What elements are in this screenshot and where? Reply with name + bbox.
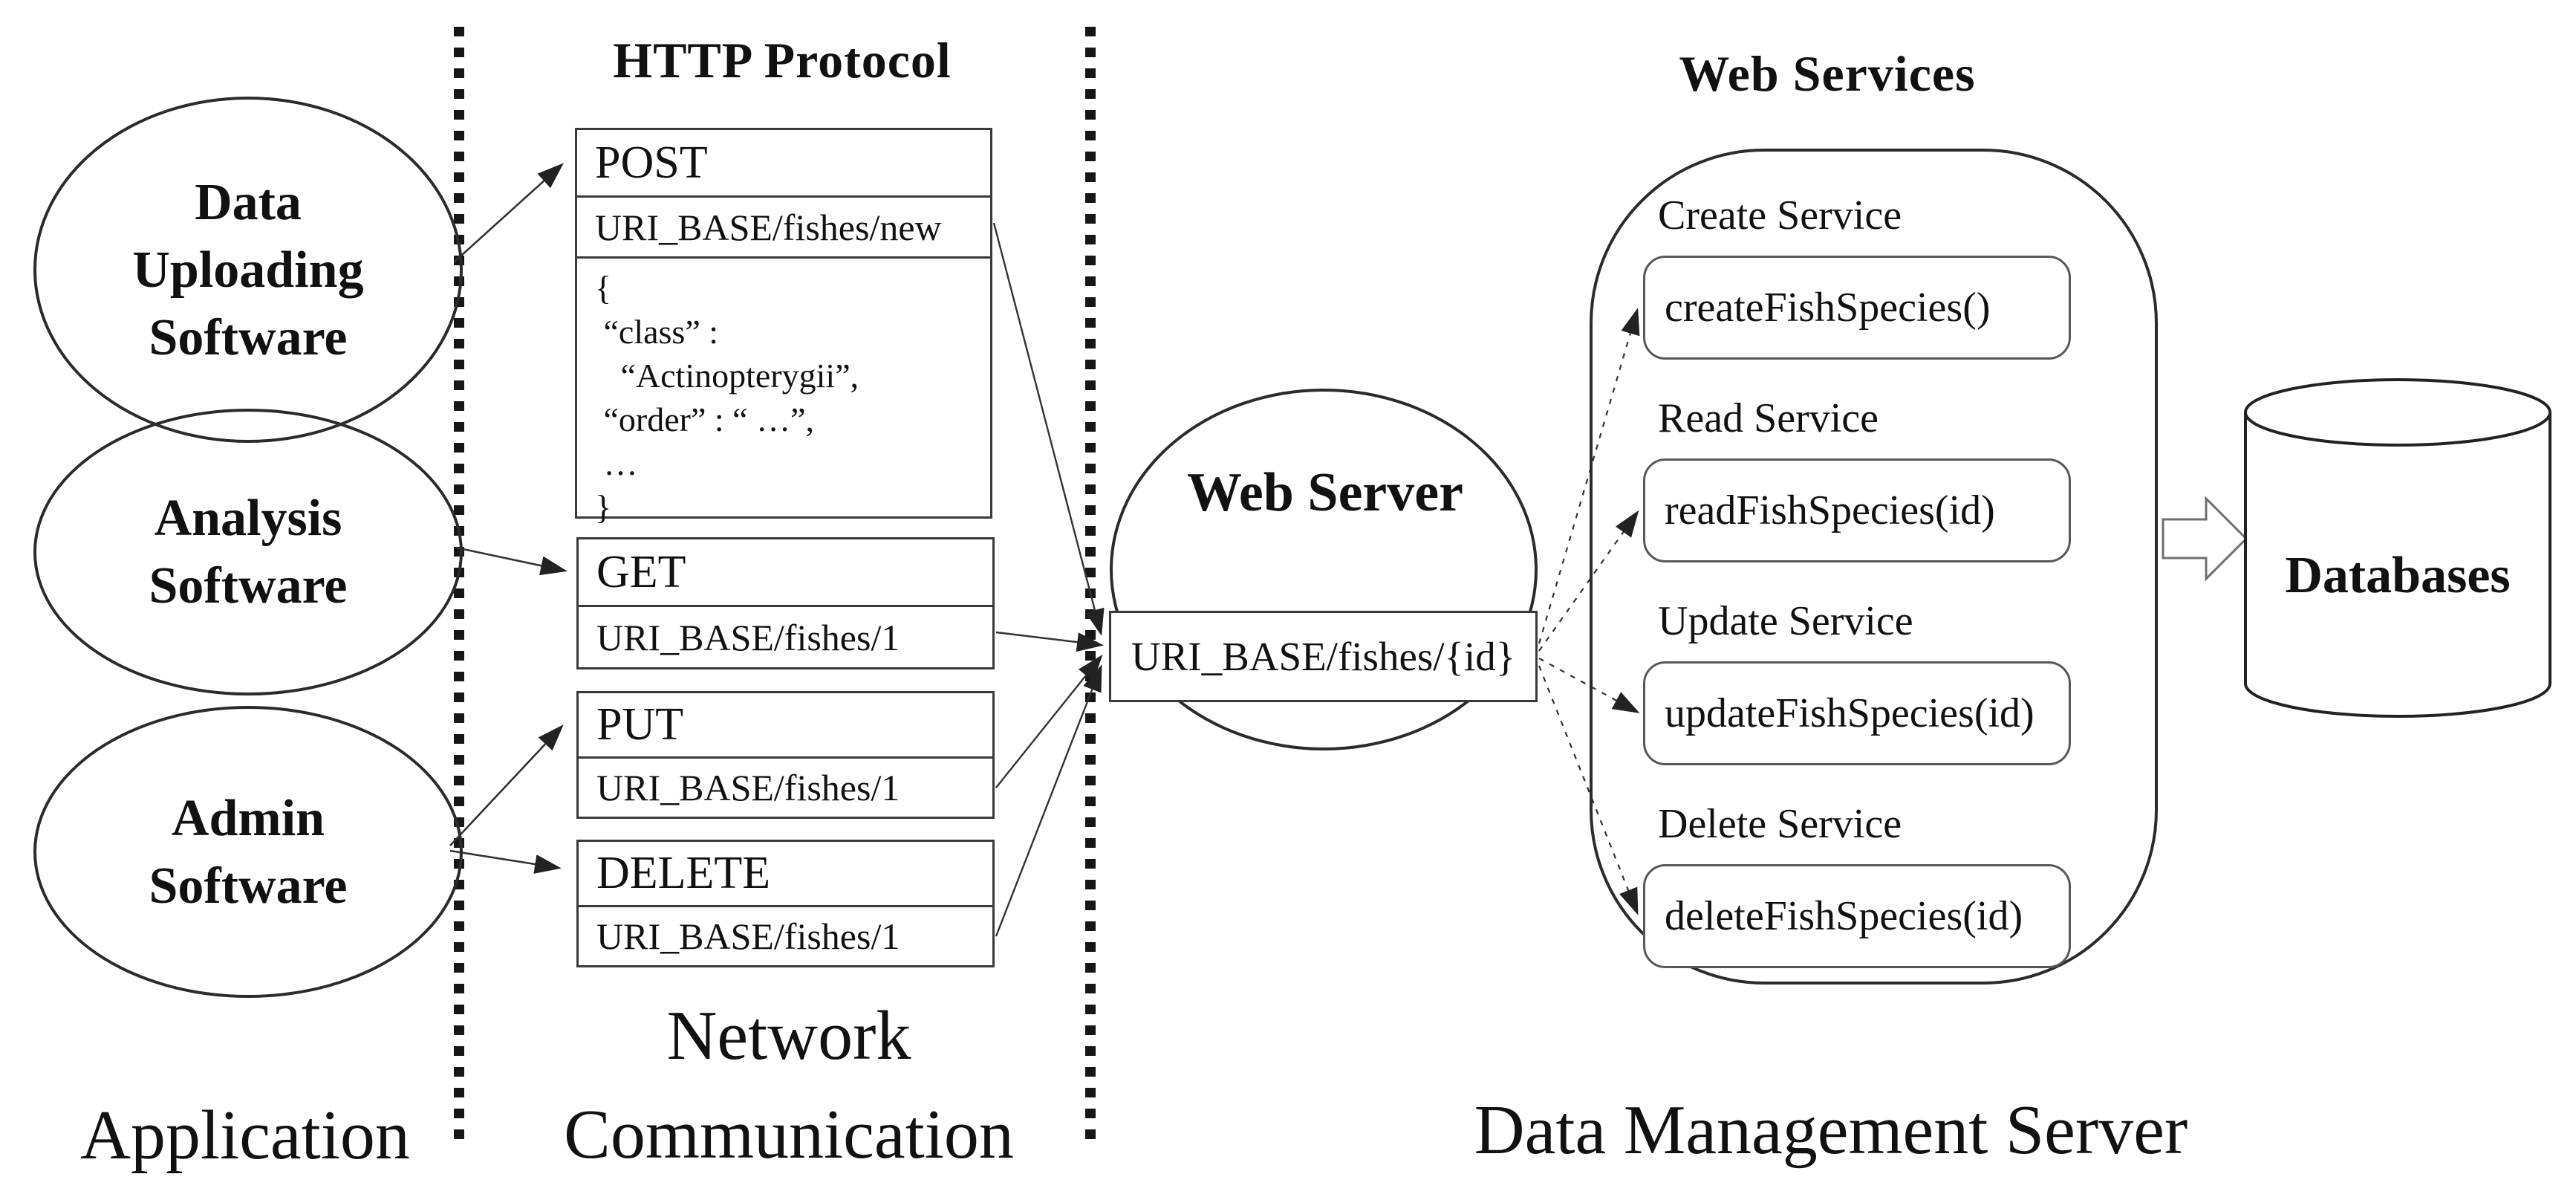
line-endpoint-to-read [1538, 510, 1639, 652]
line-endpoint-to-create [1538, 308, 1640, 644]
block-arrow-to-database-icon [2162, 496, 2248, 582]
admin-label: Admin Software [149, 789, 348, 915]
section-label-network-communication: Network Communication [564, 997, 1014, 1174]
get-uri: URI_BASE/fishes/1 [579, 605, 992, 667]
arrow-admin-to-put [449, 724, 564, 846]
delete-request-box: DELETE URI_BASE/fishes/1 [576, 840, 995, 967]
line-get-to-endpoint [995, 631, 1104, 652]
arrow-admin-to-delete [449, 849, 562, 874]
post-body: { “class” : “Actinopterygii”, “order” : … [577, 256, 990, 526]
section-label-data-management-server: Data Management Server [1474, 1092, 2188, 1169]
arrow-uploading-to-post [454, 163, 564, 262]
put-request-box: PUT URI_BASE/fishes/1 [576, 691, 995, 819]
ellipse-analysis-software: Analysis Software [33, 409, 463, 695]
update-service-box: updateFishSpecies(id) [1643, 661, 2071, 765]
section-label-application: Application [80, 1097, 410, 1174]
ellipse-data-uploading-software: Data Uploading Software [33, 97, 463, 443]
create-service-label: Create Service [1658, 192, 1902, 239]
data-uploading-label: Data Uploading Software [132, 173, 364, 366]
delete-method: DELETE [596, 848, 771, 898]
web-services-container [1590, 149, 2158, 985]
line-post-to-endpoint [992, 222, 1105, 636]
line-endpoint-to-delete-svc [1538, 665, 1639, 915]
line-put-to-endpoint [995, 654, 1103, 788]
arrow-analysis-to-get [455, 546, 567, 576]
databases-label: Databases [2285, 547, 2511, 604]
http-protocol-title: HTTP Protocol [613, 32, 952, 88]
get-method: GET [596, 546, 686, 597]
create-service-box: createFishSpecies() [1643, 256, 2071, 360]
web-server-label: Web Server [1187, 462, 1463, 523]
web-services-title: Web Services [1679, 45, 1976, 102]
post-method: POST [595, 137, 708, 188]
line-delete-to-endpoint [995, 664, 1102, 937]
delete-service-box: deleteFishSpecies(id) [1643, 864, 2071, 968]
delete-uri: URI_BASE/fishes/1 [579, 905, 992, 965]
post-uri: URI_BASE/fishes/new [577, 195, 990, 256]
update-service-label: Update Service [1658, 598, 1913, 644]
analysis-label: Analysis Software [149, 490, 348, 614]
read-service-box: readFishSpecies(id) [1643, 458, 2071, 562]
put-uri: URI_BASE/fishes/1 [579, 756, 992, 817]
ellipse-web-server [1110, 389, 1538, 750]
ellipse-admin-software: Admin Software [33, 706, 463, 998]
read-service-label: Read Service [1658, 395, 1879, 441]
get-request-box: GET URI_BASE/fishes/1 [576, 537, 995, 669]
post-request-box: POST URI_BASE/fishes/new { “class” : “Ac… [575, 128, 992, 526]
delete-service-label: Delete Service [1658, 801, 1902, 847]
database-cylinder-icon [2244, 378, 2551, 718]
web-server-endpoint: URI_BASE/fishes/{id} [1109, 611, 1538, 702]
put-method: PUT [596, 699, 684, 750]
